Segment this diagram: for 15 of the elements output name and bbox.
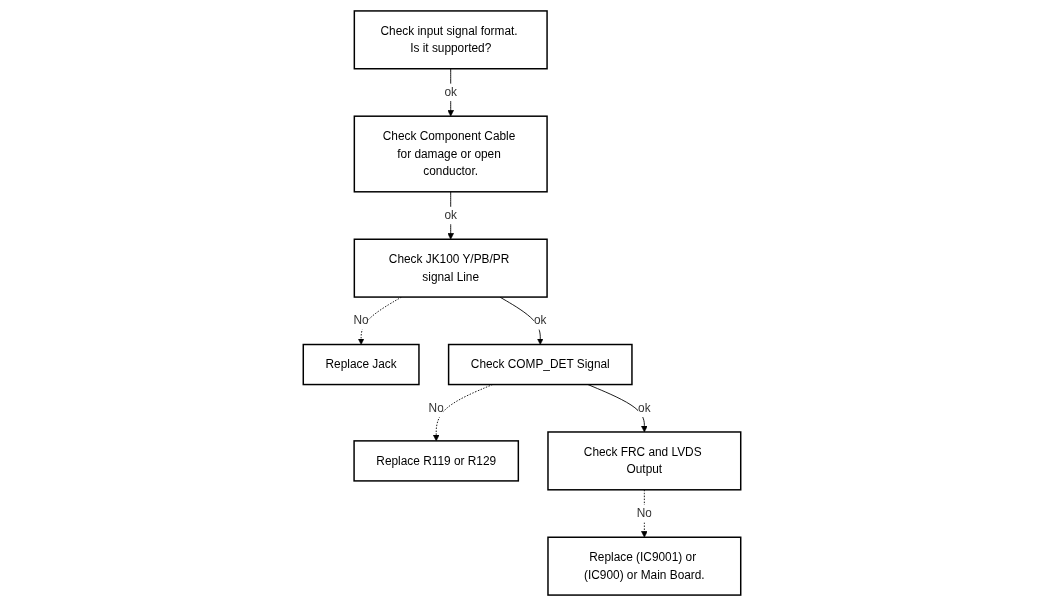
node-box: Check input signal format. Is it supported? — [353, 10, 548, 70]
node-box: Check FRC and LVDS Output — [547, 431, 742, 491]
node-box: Check Component Cable for damage or open conductor. — [353, 115, 548, 193]
edge-label: ok — [444, 85, 457, 99]
node-box: Replace (IC9001) or (IC900) or Main Board. — [547, 536, 742, 596]
node-box: Replace R119 or R129 — [353, 440, 520, 482]
edge-label: No — [353, 314, 369, 327]
node-box: Replace Jack — [302, 343, 420, 386]
node-box: Check COMP_DET Signal — [447, 343, 633, 386]
edge-label: No — [428, 401, 444, 415]
node-box: Check JK100 Y/PB/PR signal Line — [353, 238, 548, 298]
edge-label: ok — [534, 314, 547, 327]
edge-label: ok — [444, 208, 457, 222]
edge-label: ok — [638, 401, 651, 415]
edge-label: No — [636, 506, 652, 520]
